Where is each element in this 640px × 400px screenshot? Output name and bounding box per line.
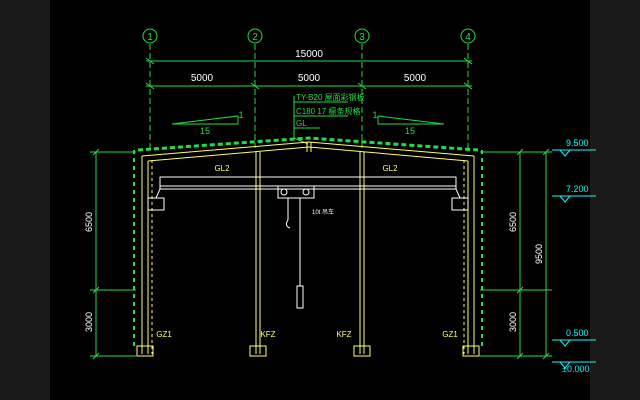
roof-callout-line-2: C180 17 檩条规格 — [296, 106, 360, 116]
left-height-lower: 3000 — [84, 312, 94, 332]
left-height-upper: 6500 — [84, 212, 94, 232]
span-dimension-1: 5000 — [191, 73, 214, 84]
axis-bubble-4: 4 — [465, 32, 471, 43]
column-label-inner-2: KFZ — [336, 330, 351, 339]
elevation-markers — [552, 149, 596, 369]
axis-bubble-1: 1 — [147, 32, 153, 43]
slope-left-rise: 1 — [238, 110, 243, 120]
roof-slope-marks — [171, 115, 445, 125]
portal-frame — [141, 141, 475, 354]
left-dimension-lines — [90, 148, 136, 360]
elevation-ridge: 9.500 — [566, 138, 589, 148]
column-label-inner-1: KFZ — [260, 330, 275, 339]
left-margin-band — [0, 0, 50, 400]
span-dimension-3: 5000 — [404, 73, 427, 84]
column-label-right: GZ1 — [442, 330, 458, 339]
span-dimension-2: 5000 — [298, 73, 321, 84]
top-dimension-lines — [145, 57, 473, 90]
slope-right-run: 15 — [405, 126, 415, 136]
right-height-lower: 3000 — [508, 312, 518, 332]
column-label-left: GZ1 — [156, 330, 172, 339]
elevation-plinth: 0.500 — [566, 328, 589, 338]
right-height-total: 9500 — [534, 244, 544, 264]
overall-dimension: 15000 — [295, 49, 323, 60]
overhead-crane — [147, 176, 469, 309]
axis-grid — [142, 28, 476, 148]
right-dimension-lines — [480, 148, 552, 360]
right-height-upper: 6500 — [508, 212, 518, 232]
elevation-crane-rail: 7.200 — [566, 184, 589, 194]
roof-callout-line-1: TY-B20 屋面彩钢板 — [296, 92, 365, 102]
roof-callout-leader — [293, 96, 348, 145]
beam-label-right: GL2 — [382, 164, 398, 173]
roof-sheeting — [137, 136, 479, 152]
wall-cladding — [133, 150, 483, 346]
column-bases — [136, 345, 480, 357]
crane-label: 10t 吊车 — [312, 208, 334, 216]
slope-left-run: 15 — [200, 126, 210, 136]
axis-bubble-2: 2 — [252, 32, 258, 43]
axis-bubble-3: 3 — [359, 32, 365, 43]
beam-label-left: GL2 — [214, 164, 230, 173]
right-margin-band — [590, 0, 640, 400]
roof-callout-line-3: GL — [296, 119, 307, 128]
elevation-ground: ±0.000 — [562, 364, 589, 374]
slope-right-rise: 1 — [372, 110, 377, 120]
